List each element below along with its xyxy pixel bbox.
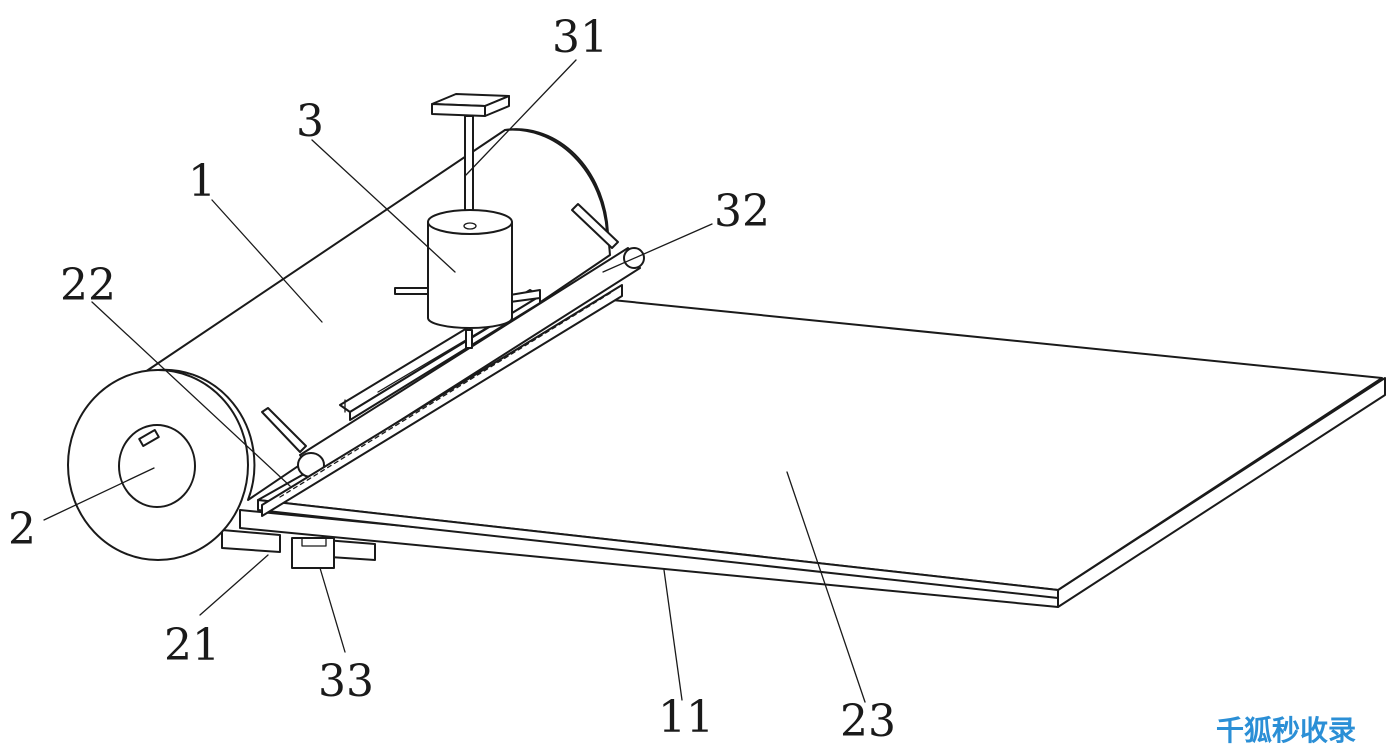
label-2: 2 xyxy=(8,504,36,555)
paper-sheet xyxy=(257,295,1383,599)
label-31: 31 xyxy=(552,12,608,63)
brackets xyxy=(261,203,619,453)
label-21: 21 xyxy=(164,620,220,671)
label-32: 32 xyxy=(714,186,770,237)
label-23: 23 xyxy=(840,696,896,747)
label-1: 1 xyxy=(188,156,216,207)
sensor-block-33 xyxy=(291,537,335,569)
label-3: 3 xyxy=(296,96,324,147)
label-22: 22 xyxy=(60,260,116,311)
cutter-assembly xyxy=(427,93,513,349)
leader-lines xyxy=(43,59,866,703)
label-11: 11 xyxy=(658,692,714,743)
label-33: 33 xyxy=(318,656,374,707)
watermark: 千狐秒收录 xyxy=(1216,714,1356,747)
tension-rod xyxy=(261,247,645,517)
support-feet xyxy=(221,529,376,569)
roll-front-face xyxy=(67,369,249,561)
reference-labels: 31 3 1 32 22 2 21 33 11 23 xyxy=(8,12,896,747)
